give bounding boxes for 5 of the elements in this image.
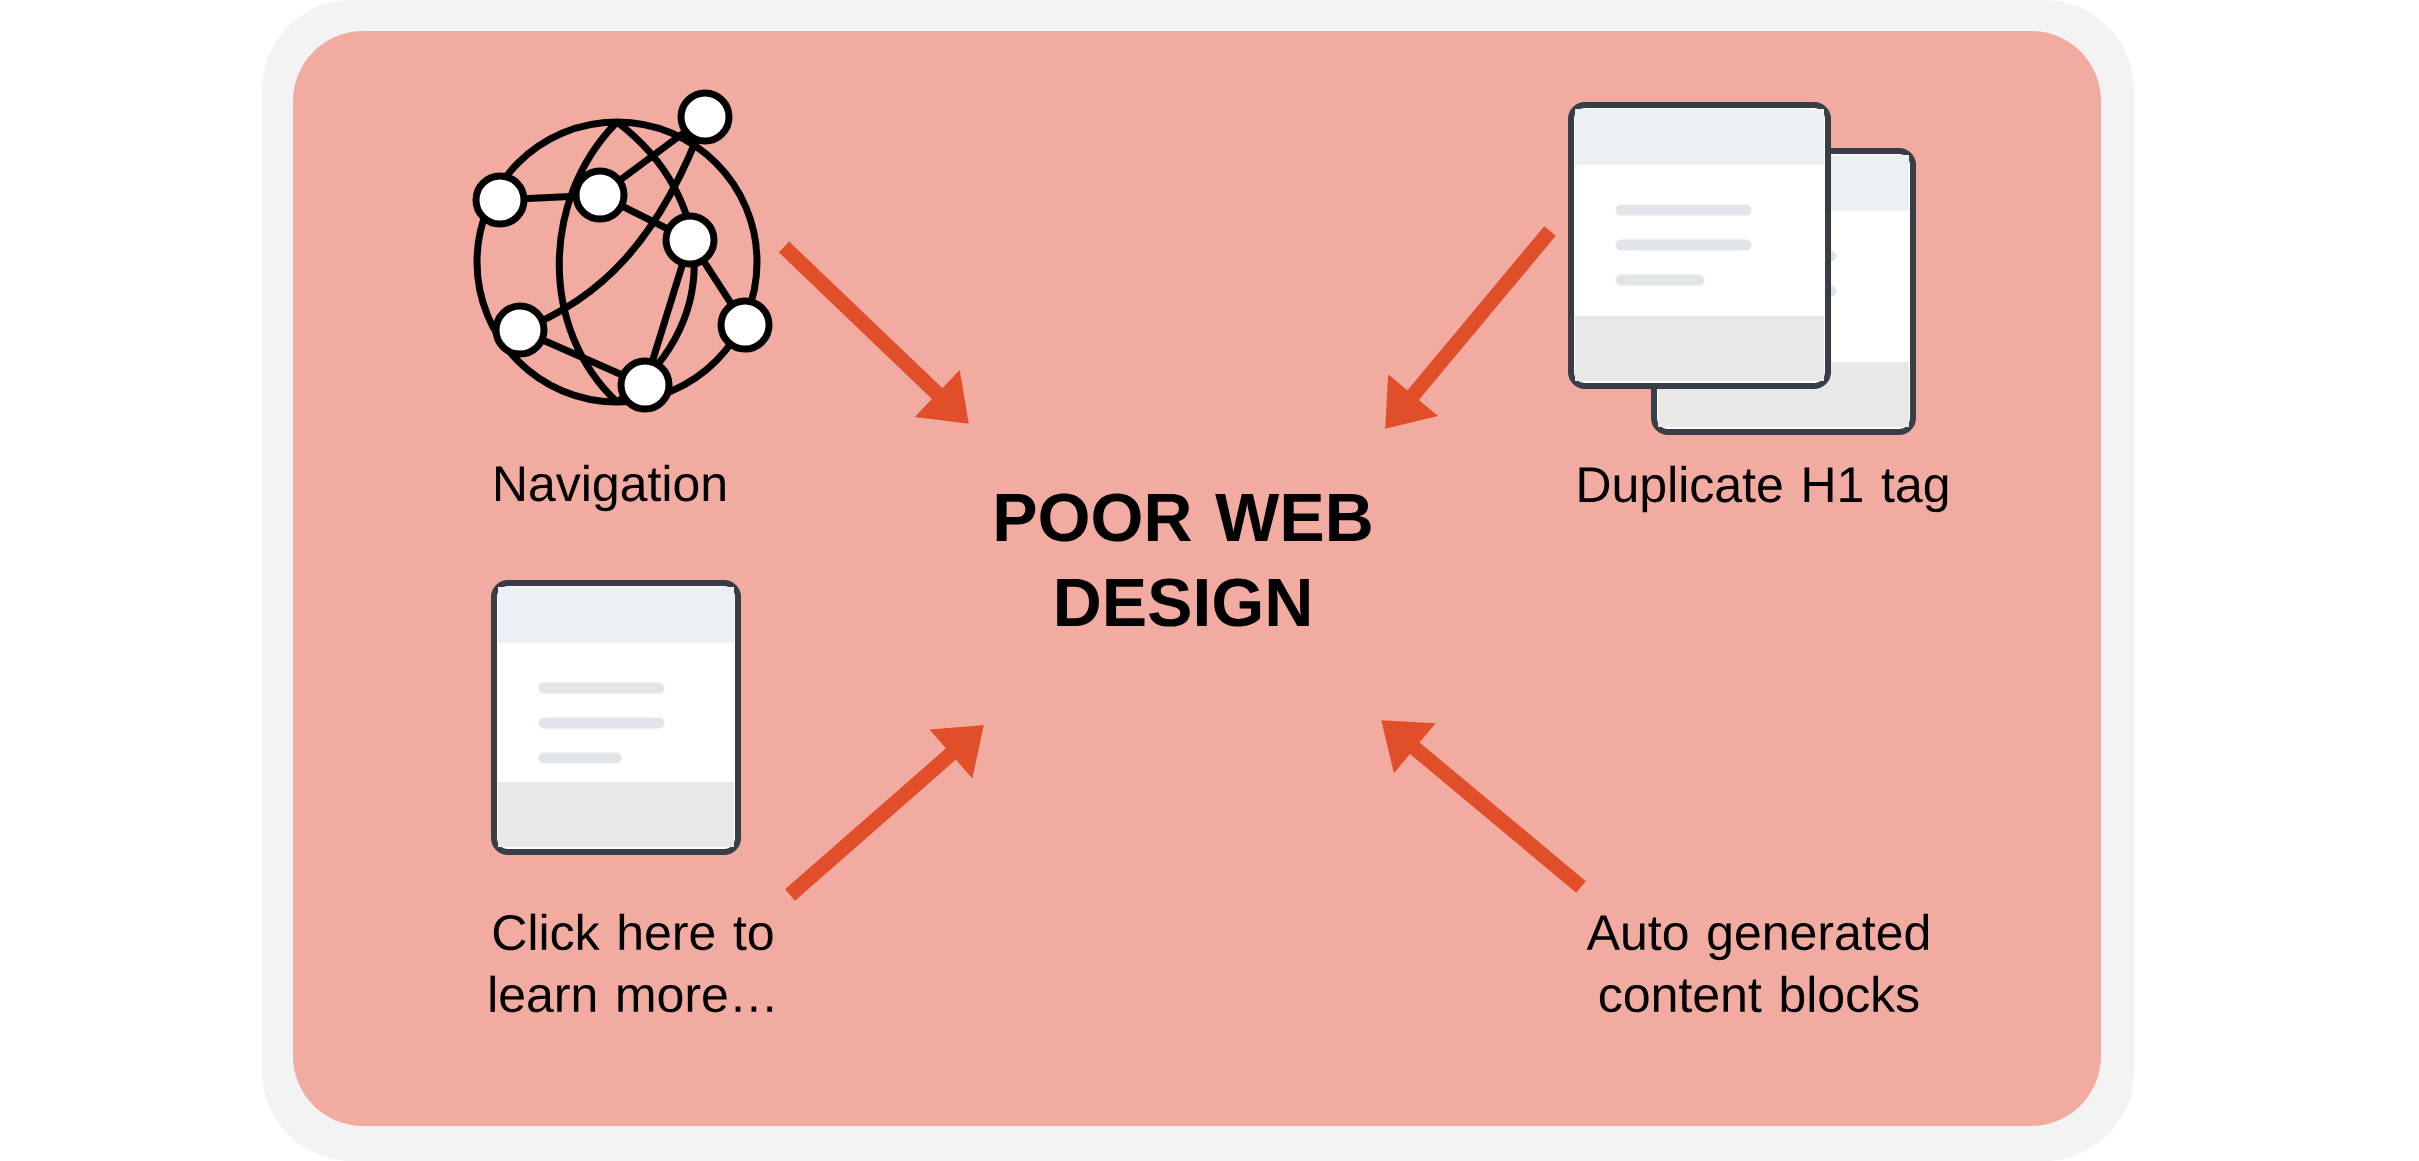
caption-text: Auto generated content blocks — [1586, 913, 1929, 1013]
heading-text: POOR WEB DESIGN — [996, 493, 1371, 627]
caption-text: Duplicate H1 tag — [1579, 465, 1948, 513]
caption-text: Navigation — [496, 464, 725, 512]
caption-text: Click here to learn more… — [490, 913, 773, 1013]
